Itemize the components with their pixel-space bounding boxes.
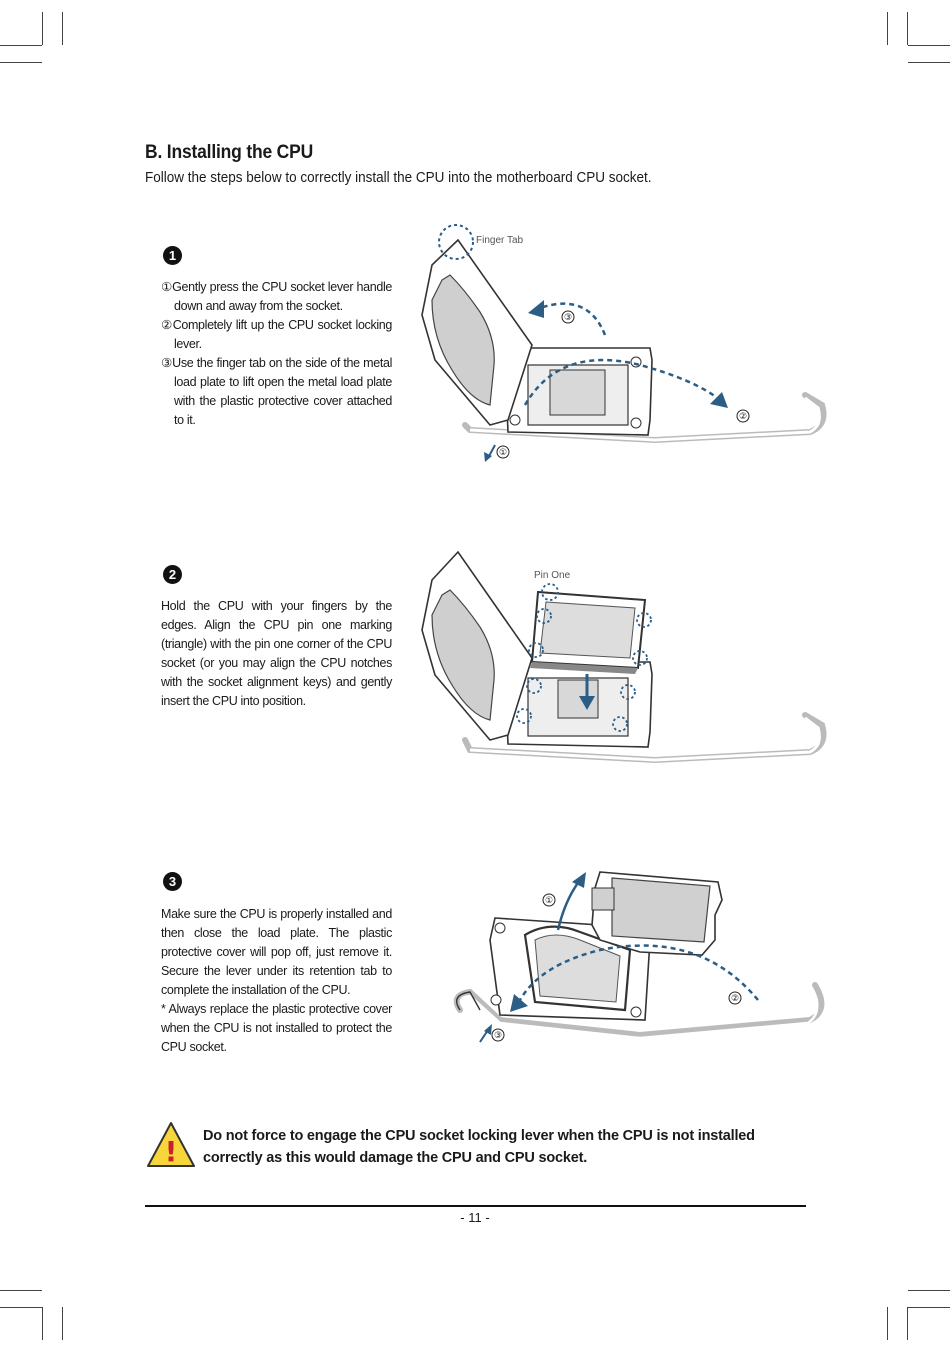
step-3-paragraph: Make sure the CPU is properly installed … (161, 907, 392, 997)
crop-mark (0, 1290, 42, 1291)
step-1-instructions: ①Gently press the CPU socket lever handl… (161, 278, 392, 430)
step-1-badge: ❶1 (163, 246, 182, 265)
step-1-item: ②Completely lift up the CPU socket locki… (161, 318, 392, 351)
footer-rule (145, 1205, 806, 1207)
warning-text: Do not force to engage the CPU socket lo… (203, 1128, 755, 1166)
step-2-paragraph: Hold the CPU with your fingers by the ed… (161, 599, 392, 708)
crop-mark (908, 1307, 950, 1308)
callout-3: ③ (564, 313, 572, 323)
callout-1: ① (499, 448, 507, 458)
crop-mark (887, 12, 888, 45)
crop-mark (907, 1307, 908, 1340)
crop-mark (907, 12, 908, 45)
step-2-instructions: Hold the CPU with your fingers by the ed… (161, 597, 392, 711)
pin-one-label: Pin One (534, 570, 571, 581)
section-intro: Follow the steps below to correctly inst… (145, 169, 652, 186)
section-title: B. Installing the CPU (145, 142, 314, 163)
step-3-badge: ❸3 (163, 872, 182, 891)
warning-glyph: ! (165, 1135, 178, 1168)
finger-tab-marker (438, 224, 474, 260)
callout-3: ③ (494, 1031, 502, 1041)
page-number: - 11 - (460, 1210, 490, 1225)
crop-mark (908, 1290, 950, 1291)
crop-mark (62, 1307, 63, 1340)
callout-2: ② (731, 994, 739, 1004)
finger-tab-label: Finger Tab (476, 235, 524, 246)
step-1-item: ①Gently press the CPU socket lever handl… (161, 280, 392, 313)
crop-mark (908, 62, 950, 63)
callout-2: ② (739, 412, 747, 422)
crop-mark (0, 62, 42, 63)
crop-mark (0, 1307, 42, 1308)
step-3-diagram: ① ② ③ (453, 871, 825, 1043)
step-1-item: ③Use the finger tab on the side of the m… (161, 356, 392, 427)
step-2-badge: ❷2 (163, 565, 182, 584)
crop-mark (887, 1307, 888, 1340)
crop-mark (908, 45, 950, 46)
callout-1: ① (545, 896, 553, 906)
step-1-diagram: Finger Tab ③ ② ① (421, 224, 827, 462)
step-3-instructions: Make sure the CPU is properly installed … (161, 905, 392, 1057)
crop-mark (42, 12, 43, 45)
step-2-diagram: Pin One (421, 550, 827, 764)
crop-mark (0, 45, 42, 46)
warning-icon: ! (147, 1122, 195, 1168)
crop-mark (62, 12, 63, 45)
crop-mark (42, 1307, 43, 1340)
step-3-note: * Always replace the plastic protective … (161, 1002, 392, 1054)
